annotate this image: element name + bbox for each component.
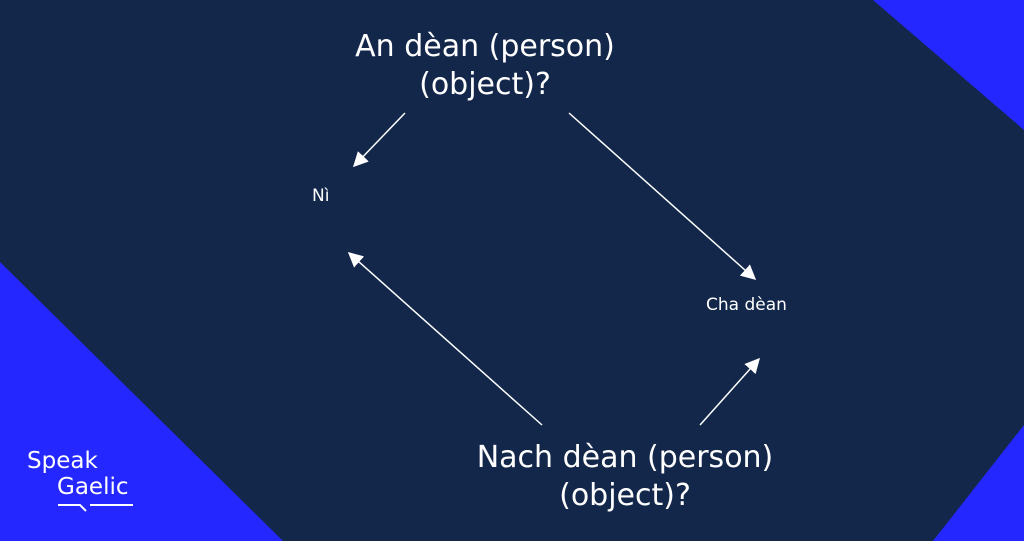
logo-underline <box>58 504 133 512</box>
corner-shape-bottom-right <box>933 425 1024 541</box>
bottom-question-line1: Nach dèan (person) <box>476 440 774 475</box>
top-question-line1: An dèan (person) <box>355 29 615 64</box>
answer-yes: Nì <box>312 186 330 206</box>
corner-shape-top-right <box>873 0 1024 130</box>
arrow-top-to-ni <box>352 112 406 168</box>
logo-line2: Gaelic <box>57 474 129 500</box>
corner-shape-bottom-left <box>0 262 283 541</box>
top-question: An dèan (person) (object)? <box>330 28 640 104</box>
bottom-question: Nach dèan (person) (object)? <box>470 439 780 515</box>
answer-no: Cha dèan <box>706 295 787 315</box>
arrow-bottom-to-cha-dean <box>699 357 760 426</box>
arrow-top-to-cha-dean <box>568 112 757 280</box>
logo-line1: Speak <box>27 448 98 474</box>
top-question-line2: (object)? <box>419 67 551 102</box>
arrow-bottom-to-ni <box>347 252 543 426</box>
speakgaelic-logo: Speak Gaelic <box>27 448 129 500</box>
bottom-question-line2: (object)? <box>559 478 691 513</box>
